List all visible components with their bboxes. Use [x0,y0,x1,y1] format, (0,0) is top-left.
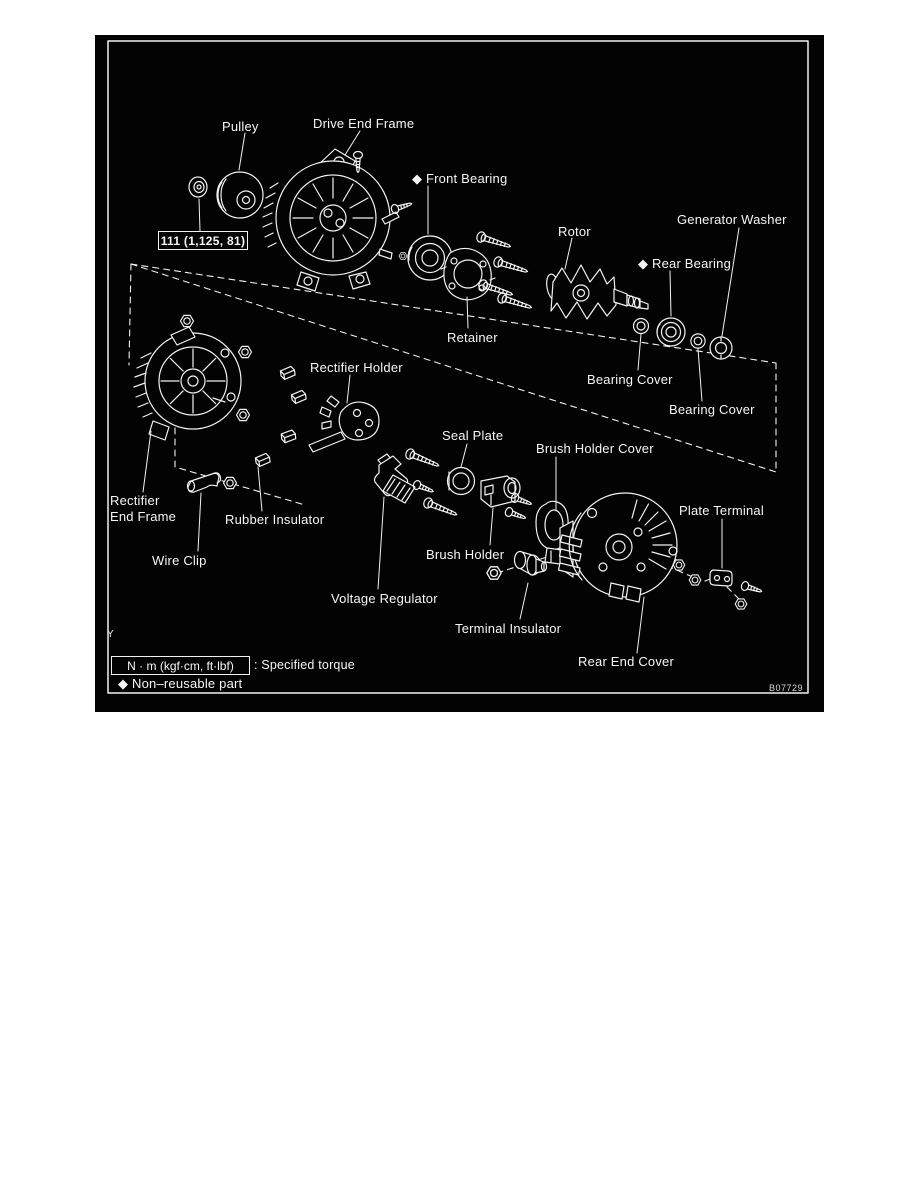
label-generator-washer: Generator Washer [677,212,787,227]
figure-code: B07729 [769,683,804,693]
label-rotor: Rotor [558,224,591,239]
leader-lines [142,130,740,654]
label-bearing-cover-rear: Bearing Cover [587,372,673,387]
label-bearing-cover-outer: Bearing Cover [669,402,755,417]
label-brush-holder: Brush Holder [426,547,505,562]
label-front-bearing: ◆ Front Bearing [412,171,508,186]
rectifier-holder-part [308,395,380,453]
legend-torque-desc: : Specified torque [254,658,355,672]
label-rectifier-end-frame-line1: Rectifier [110,493,160,508]
rear-bearing-group [632,317,733,360]
label-rubber-insulator: Rubber Insulator [225,512,325,527]
label-seal-plate: Seal Plate [442,428,504,443]
retainer-part [440,247,496,301]
rubber-insulator-parts [254,365,308,468]
label-wire-clip: Wire Clip [152,553,207,568]
label-brush-holder-cover: Brush Holder Cover [536,441,654,456]
exploded-view-art [107,40,809,694]
pulley-part [188,171,264,219]
rectifier-end-frame-part [133,314,253,441]
view-marker: Y [107,629,114,640]
inner-border [107,40,809,694]
plate-terminal-part [672,559,764,610]
voltage-regulator-part [373,447,460,521]
brush-holder-part [480,475,534,523]
drive-frame-pins [378,198,414,260]
label-retainer: Retainer [447,330,498,345]
label-pulley: Pulley [222,119,259,134]
label-rectifier-holder: Rectifier Holder [310,360,403,375]
seal-plate-part [446,466,476,496]
label-rectifier-end-frame: Rectifier End Frame [110,493,176,525]
drive-end-frame-part [262,148,391,292]
rotor-part [546,264,649,320]
label-drive-end-frame: Drive End Frame [313,116,415,131]
exploded-view-figure: Pulley Drive End Frame ◆ Front Bearing R… [95,35,824,712]
rear-end-cover-part [557,492,678,603]
label-voltage-regulator: Voltage Regulator [331,591,438,606]
label-rectifier-end-frame-line2: End Frame [110,509,177,524]
label-terminal-insulator: Terminal Insulator [455,621,562,636]
label-plate-terminal: Plate Terminal [679,503,764,518]
legend-torque-units-box: N · m (kgf·cm, ft·lbf) [111,656,250,675]
terminal-insulator-part [486,550,548,580]
legend-non-reusable: ◆ Non–reusable part [118,676,243,691]
label-rear-end-cover: Rear End Cover [578,654,675,669]
torque-spec-box: 111 (1,125, 81) [158,231,248,250]
label-rear-bearing: ◆ Rear Bearing [638,256,732,271]
wire-clip-part [186,472,238,493]
